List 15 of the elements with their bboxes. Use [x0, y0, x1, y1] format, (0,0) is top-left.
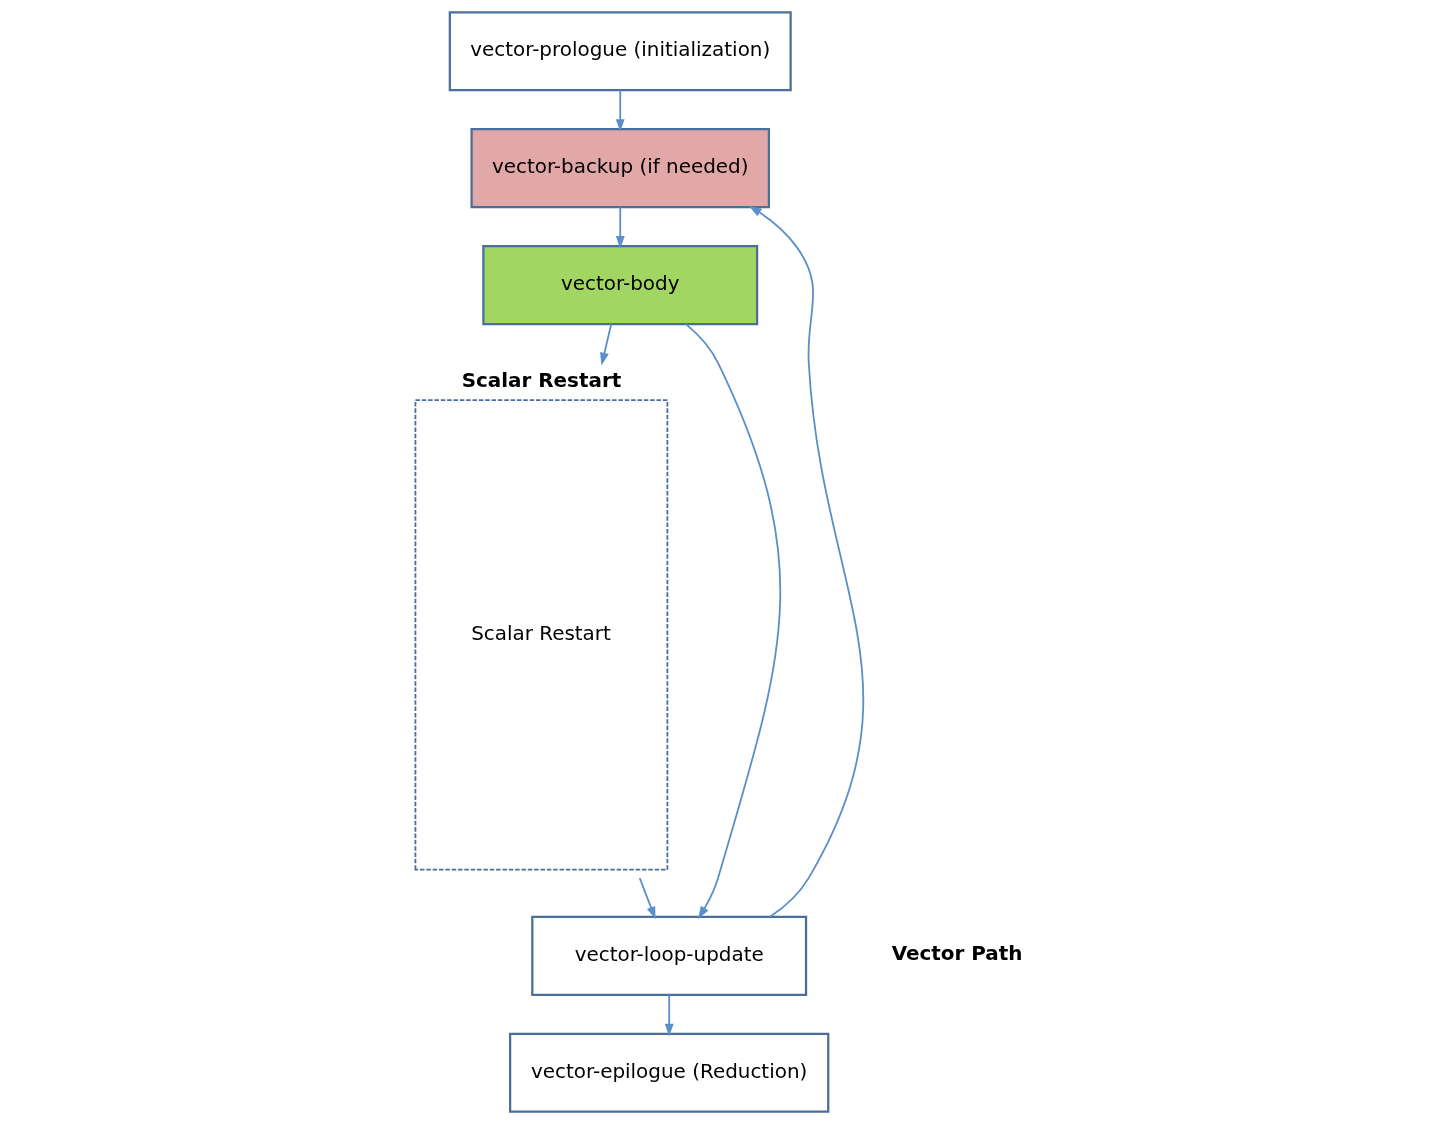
- arrow: [638, 877, 656, 920]
- node-box: vector-prologue (initialization): [448, 11, 792, 92]
- node-box: Scalar Restart: [414, 399, 668, 871]
- node-box: vector-body: [481, 245, 758, 326]
- arrow: [615, 89, 625, 132]
- node-label: Scalar Restart: [461, 369, 621, 393]
- arrow: [615, 206, 625, 249]
- node-box: vector-epilogue (Reduction): [508, 1032, 829, 1113]
- node-box: vector-backup (if needed): [469, 128, 770, 209]
- node-box: vector-loop-update: [530, 915, 807, 996]
- arrow: [748, 205, 864, 918]
- arrow: [599, 323, 612, 366]
- arrow: [684, 323, 781, 919]
- arrow: [664, 994, 674, 1037]
- label: Vector Path: [891, 941, 1023, 965]
